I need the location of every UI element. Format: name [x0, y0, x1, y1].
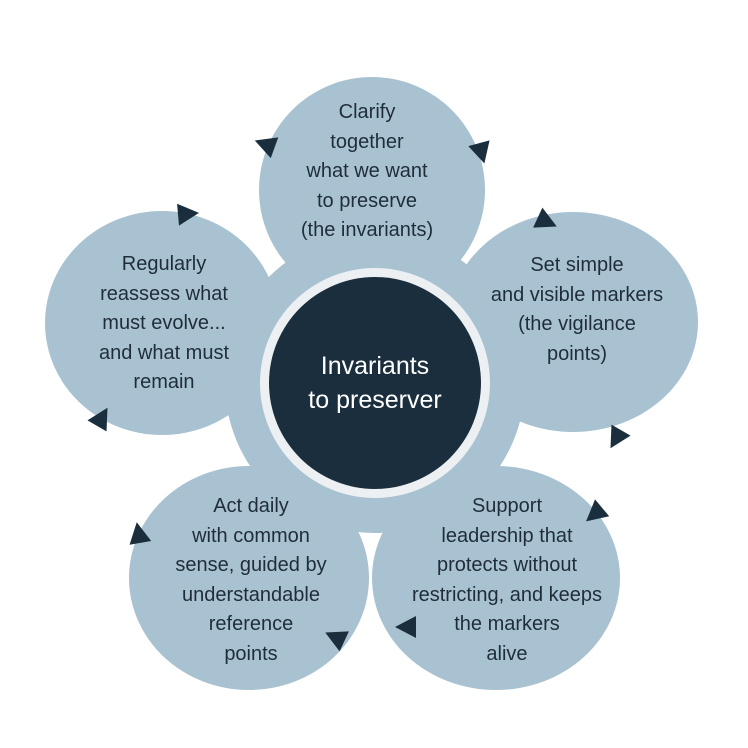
text-line: Set simple: [530, 254, 624, 276]
center-label: Invariants to preserver: [275, 349, 475, 417]
petal-reassess: [45, 211, 279, 435]
text-line: sense, guided by: [175, 554, 327, 576]
text-line: what we want: [306, 160, 428, 182]
text-line: Regularly: [121, 253, 207, 275]
cycle-arrow-icon: [177, 203, 199, 226]
text-line: the markers: [454, 613, 560, 635]
petal-label-markers: Set simple and visible markers (the vigi…: [462, 251, 692, 369]
text-line: understandable: [182, 583, 320, 606]
text-line: Support: [471, 495, 543, 517]
text-line: alive: [486, 642, 528, 665]
text-line: with common: [192, 524, 310, 547]
petal-label-act-daily: Act daily with common sense, guided by u…: [136, 492, 366, 669]
cycle-arrow-icon: [586, 499, 610, 522]
text-line: (the vigilance: [518, 313, 636, 335]
text-line: must evolve...: [102, 312, 226, 334]
center-circle: [269, 277, 481, 489]
text-line: and what must: [98, 341, 230, 364]
text-line: points): [546, 342, 608, 365]
text-line: restricting, and keeps: [411, 583, 603, 606]
petal-label-leadership: Support leadership that protects without…: [387, 492, 627, 669]
text-line: reference: [208, 613, 294, 635]
text-line: and visible markers: [490, 283, 664, 306]
text-line: Clarify: [338, 101, 396, 123]
cycle-arrow-icon: [325, 631, 349, 652]
text-line: points: [224, 642, 278, 665]
text-line: (the invariants): [300, 219, 434, 241]
center-line: Invariants: [320, 352, 430, 380]
text-line: protects without: [436, 554, 578, 576]
cycle-arrow-icon: [87, 407, 108, 432]
petal-leadership: [372, 466, 620, 690]
petal-act-daily: [129, 466, 369, 690]
text-line: Act daily: [213, 495, 289, 517]
center-line: to preserver: [308, 386, 442, 414]
text-line: to preserve: [316, 189, 418, 212]
cycle-arrow-icon: [254, 137, 279, 159]
cycle-arrow-icon: [395, 616, 416, 638]
cycle-arrow-icon: [610, 424, 631, 449]
text-line: together: [330, 130, 404, 153]
cycle-arrow-icon: [533, 207, 557, 228]
cycle-arrow-icon: [468, 140, 490, 164]
text-line: remain: [133, 371, 195, 393]
cycle-arrow-icon: [129, 522, 152, 545]
text-line: reassess what: [100, 282, 228, 305]
text-line: leadership that: [441, 524, 573, 547]
petal-label-clarify: Clarify together what we want to preserv…: [262, 98, 472, 246]
petal-label-reassess: Regularly reassess what must evolve... a…: [64, 250, 264, 398]
